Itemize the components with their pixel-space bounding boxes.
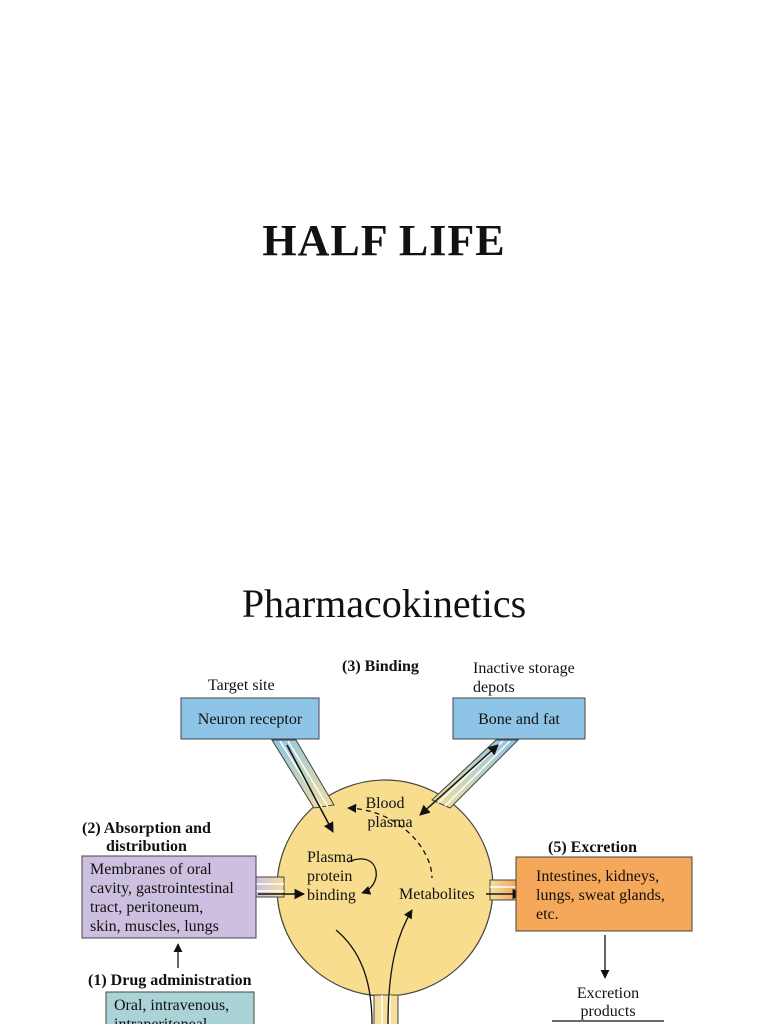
storage-channel [431,739,520,809]
curve-to-bottom-left [335,929,373,1024]
excretion-channel [489,879,517,901]
membranes-label-2: cavity, gastrointestinal [90,880,234,897]
excretion-products-label-2: products [580,1003,635,1020]
binding-heading: (3) Binding [342,658,419,675]
inactive-storage-label-2: depots [473,679,515,696]
bone-and-fat-label: Bone and fat [478,711,560,728]
excretion-box-label-3: etc. [536,906,559,923]
target-site-label: Target site [208,677,275,694]
storage-arrow [419,744,499,816]
plasma-protein-label-2: protein [307,868,352,885]
absorption-heading-2: distribution [106,838,187,855]
metabolite-dashed-arrow [347,803,433,879]
plasma-protein-curve-arrow [347,858,377,895]
curve-to-metabolites [387,909,413,1024]
administration-channel [373,994,399,1024]
neuron-to-plasma-arrow [286,744,334,833]
inactive-storage-label-1: Inactive storage [473,660,575,677]
neuron-receptor-box [180,697,320,740]
absorption-heading-1: (2) Absorption and [82,820,211,837]
metabolites-label: Metabolites [399,886,475,903]
slide-subtitle: Pharmacokinetics [241,581,527,626]
drug-admin-label-2: intraperitoneal [114,1016,208,1024]
plasma-protein-label-1: Plasma [307,849,353,866]
excretion-box-label-2: lungs, sweat glands, [536,887,665,904]
excretion-box [515,856,693,932]
bone-and-fat-box [452,697,586,740]
drug-admin-box [105,991,255,1024]
drug-admin-heading: (1) Drug administration [88,972,252,989]
blood-plasma-label-1: Blood [365,795,404,812]
membranes-box [81,855,257,939]
membranes-label-3: tract, peritoneum, [90,899,203,916]
excretion-box-label-1: Intestines, kidneys, [536,868,659,885]
membranes-label-1: Membranes of oral [90,861,212,878]
slide-title: HALF LIFE [262,216,506,265]
plasma-protein-label-3: binding [307,887,356,904]
drug-admin-label-1: Oral, intravenous, [114,997,229,1014]
excretion-products-label-1: Excretion [577,985,639,1002]
blood-plasma-label-2: plasma [367,814,412,831]
neuron-receptor-label: Neuron receptor [198,711,303,728]
membranes-label-4: skin, muscles, lungs [90,918,219,935]
excretion-heading: (5) Excretion [548,839,637,856]
